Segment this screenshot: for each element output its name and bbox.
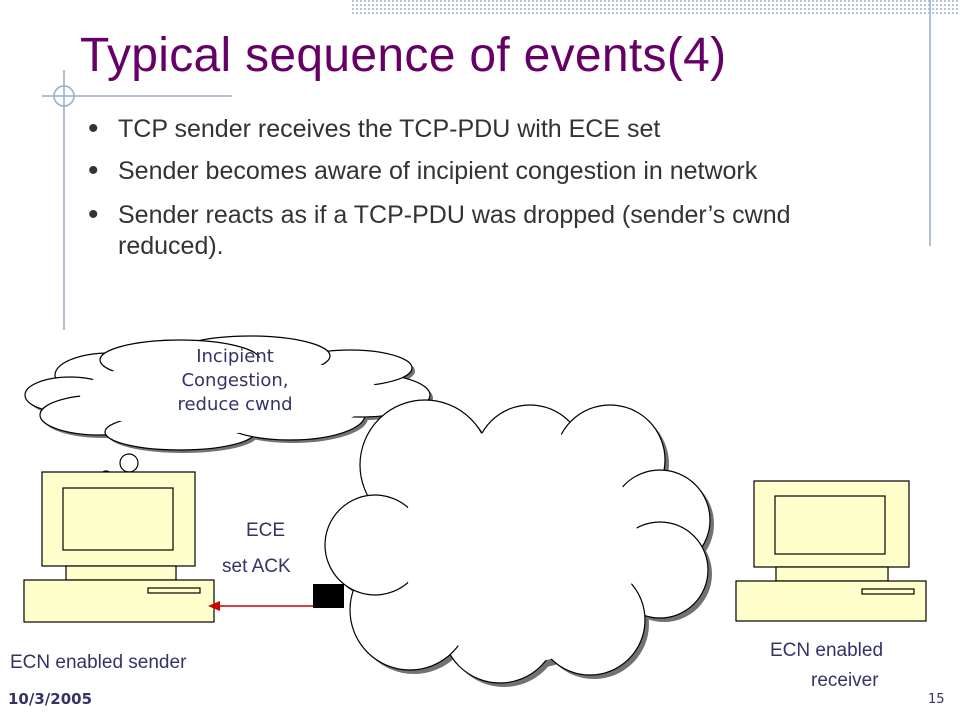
ack-packet [313,584,344,608]
bullet-text: Sender becomes aware of incipient conges… [118,157,758,185]
thought-line: Congestion, [181,370,289,391]
bullet-item: • Sender becomes aware of incipient cong… [88,154,888,187]
sender-computer-icon [23,471,215,623]
bullet-icon: • [88,154,99,187]
slide-number: 15 [928,692,945,707]
bullet-text: Sender reacts as if a TCP-PDU was droppe… [118,201,791,260]
network-cloud [324,399,714,687]
bullet-text: TCP sender receives the TCP-PDU with ECE… [118,115,661,143]
receiver-label-line1: ECN enabled [770,640,884,661]
footer-date: 10/3/2005 [8,690,93,708]
slide-title: Typical sequence of events(4) [80,29,727,82]
header-pattern-band [352,0,960,16]
decor-crosshair-circle [53,85,75,107]
ack-arrow-head [208,601,220,611]
thought-tail-large [119,453,139,473]
thought-bubble-cloud [24,335,433,453]
thought-line: Incipient [196,346,274,367]
receiver-computer-icon [735,480,927,622]
receiver-label-line2: receiver [811,670,879,691]
thought-bubble-text: Incipient Congestion, reduce cwnd [120,345,350,417]
bullet-item: • Sender reacts as if a TCP-PDU was drop… [88,198,888,262]
bullet-icon: • [88,198,99,231]
bullet-list: • TCP sender receives the TCP-PDU with E… [88,112,888,272]
bullet-item: • TCP sender receives the TCP-PDU with E… [88,112,888,145]
ack-label-ece: ECE [246,520,286,541]
bullet-icon: • [88,112,99,145]
sender-label: ECN enabled sender [10,652,187,673]
ack-label-set-ack: set ACK [222,556,291,577]
thought-line: reduce cwnd [177,394,293,415]
